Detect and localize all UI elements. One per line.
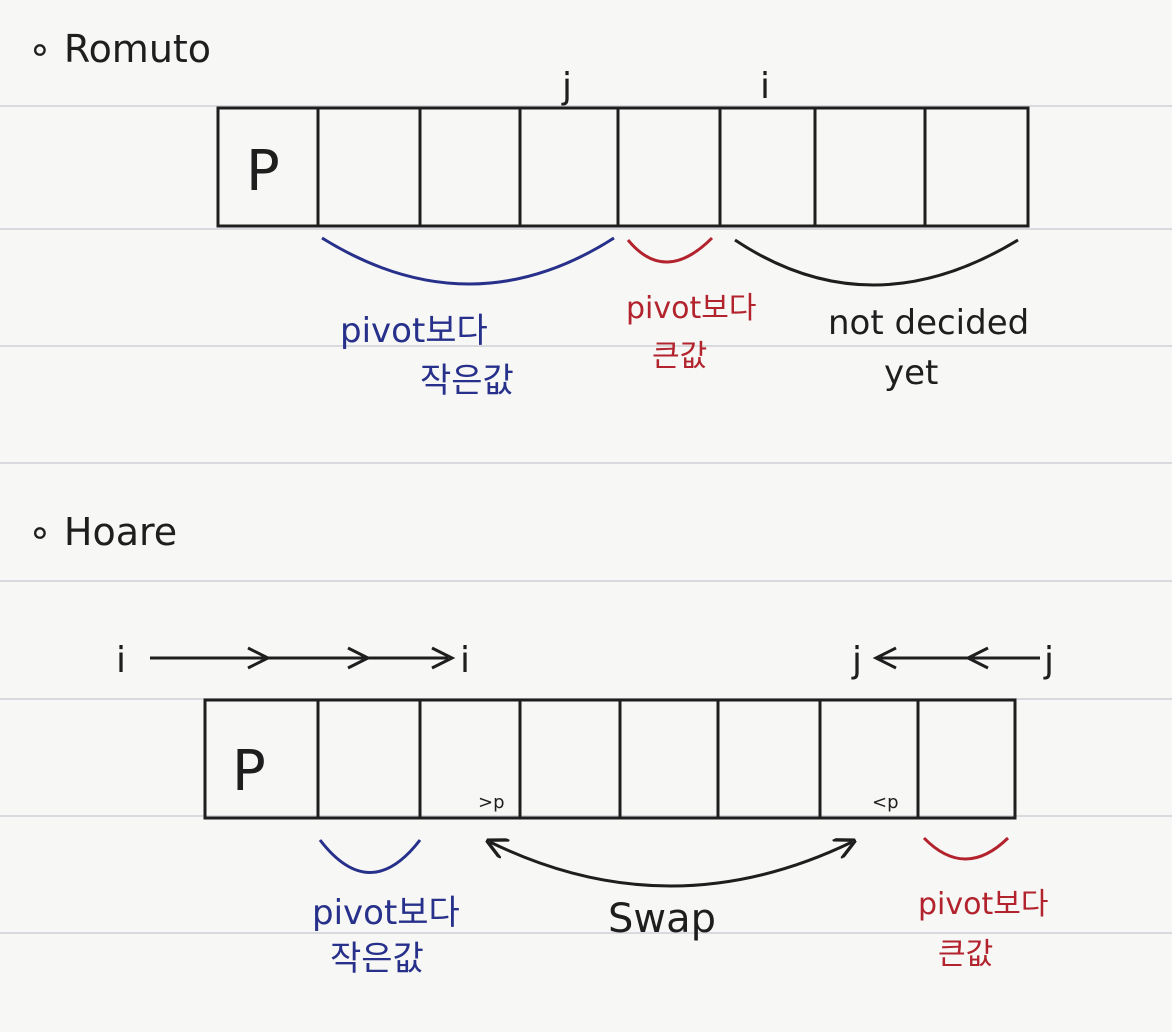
ruled-line bbox=[0, 105, 1172, 107]
hoare-i-arrow-icon bbox=[347, 646, 372, 670]
ruled-line bbox=[0, 815, 1172, 817]
lomuto-title: ∘ Romuto bbox=[28, 27, 211, 71]
hoare-j-start: j bbox=[1043, 640, 1054, 681]
lomuto-smaller-label-line2: 작은값 bbox=[420, 361, 514, 401]
lomuto-smaller-label-line1: pivot보다 bbox=[340, 311, 488, 351]
ruled-line bbox=[0, 580, 1172, 582]
hoare-i-arrow-icon bbox=[431, 646, 456, 670]
ruled-line bbox=[0, 932, 1172, 934]
lomuto-index-j: j bbox=[561, 66, 572, 107]
hoare-j-arrow-icon bbox=[964, 646, 989, 670]
hoare-i-start: i bbox=[116, 640, 126, 681]
hoare-larger-brace bbox=[922, 836, 1010, 861]
hoare-array-border bbox=[203, 698, 1017, 820]
lomuto-smaller-brace bbox=[321, 236, 615, 286]
hoare-mark-greater: >p bbox=[478, 792, 505, 813]
hoare-j-arrow-icon bbox=[872, 646, 897, 670]
hoare-i-end: i bbox=[460, 640, 470, 681]
ruled-line bbox=[0, 228, 1172, 230]
lomuto-array-border bbox=[216, 106, 1030, 228]
hoare-swap-arrow bbox=[490, 842, 852, 888]
hoare-i-arrow-icon bbox=[247, 646, 272, 670]
lomuto-larger-label-line2: 큰값 bbox=[652, 339, 707, 374]
lomuto-undecided-label-line2: yet bbox=[884, 353, 938, 393]
lomuto-larger-label-line1: pivot보다 bbox=[626, 291, 756, 326]
lomuto-index-i: i bbox=[760, 66, 770, 107]
lomuto-array bbox=[216, 106, 1030, 228]
hoare-smaller-brace bbox=[318, 839, 422, 874]
hoare-section: ∘ Hoare i i j j P >p <p pivot보다 작은값 S bbox=[28, 510, 1054, 979]
hoare-title: ∘ Hoare bbox=[28, 510, 177, 554]
hoare-swap-label: Swap bbox=[608, 896, 716, 942]
hoare-larger-label-line2: 큰값 bbox=[938, 937, 993, 972]
lomuto-undecided-label-line1: not decided bbox=[828, 303, 1029, 343]
hoare-j-end: j bbox=[851, 640, 862, 681]
hoare-array bbox=[203, 698, 1017, 820]
lomuto-larger-brace bbox=[626, 236, 714, 264]
hoare-smaller-label-line2: 작은값 bbox=[330, 939, 424, 979]
hoare-pivot-cell: P bbox=[232, 739, 266, 804]
hoare-larger-label-line1: pivot보다 bbox=[918, 887, 1048, 922]
ruled-line bbox=[0, 462, 1172, 464]
lomuto-undecided-brace bbox=[734, 238, 1019, 287]
hoare-mark-less: <p bbox=[872, 792, 899, 813]
hoare-smaller-label-line1: pivot보다 bbox=[312, 893, 460, 933]
ruled-line bbox=[0, 345, 1172, 347]
lomuto-section: ∘ Romuto j i P pivot보다 작은값 pivot보다 큰값 no… bbox=[28, 27, 1030, 401]
lomuto-pivot-cell: P bbox=[246, 139, 280, 204]
